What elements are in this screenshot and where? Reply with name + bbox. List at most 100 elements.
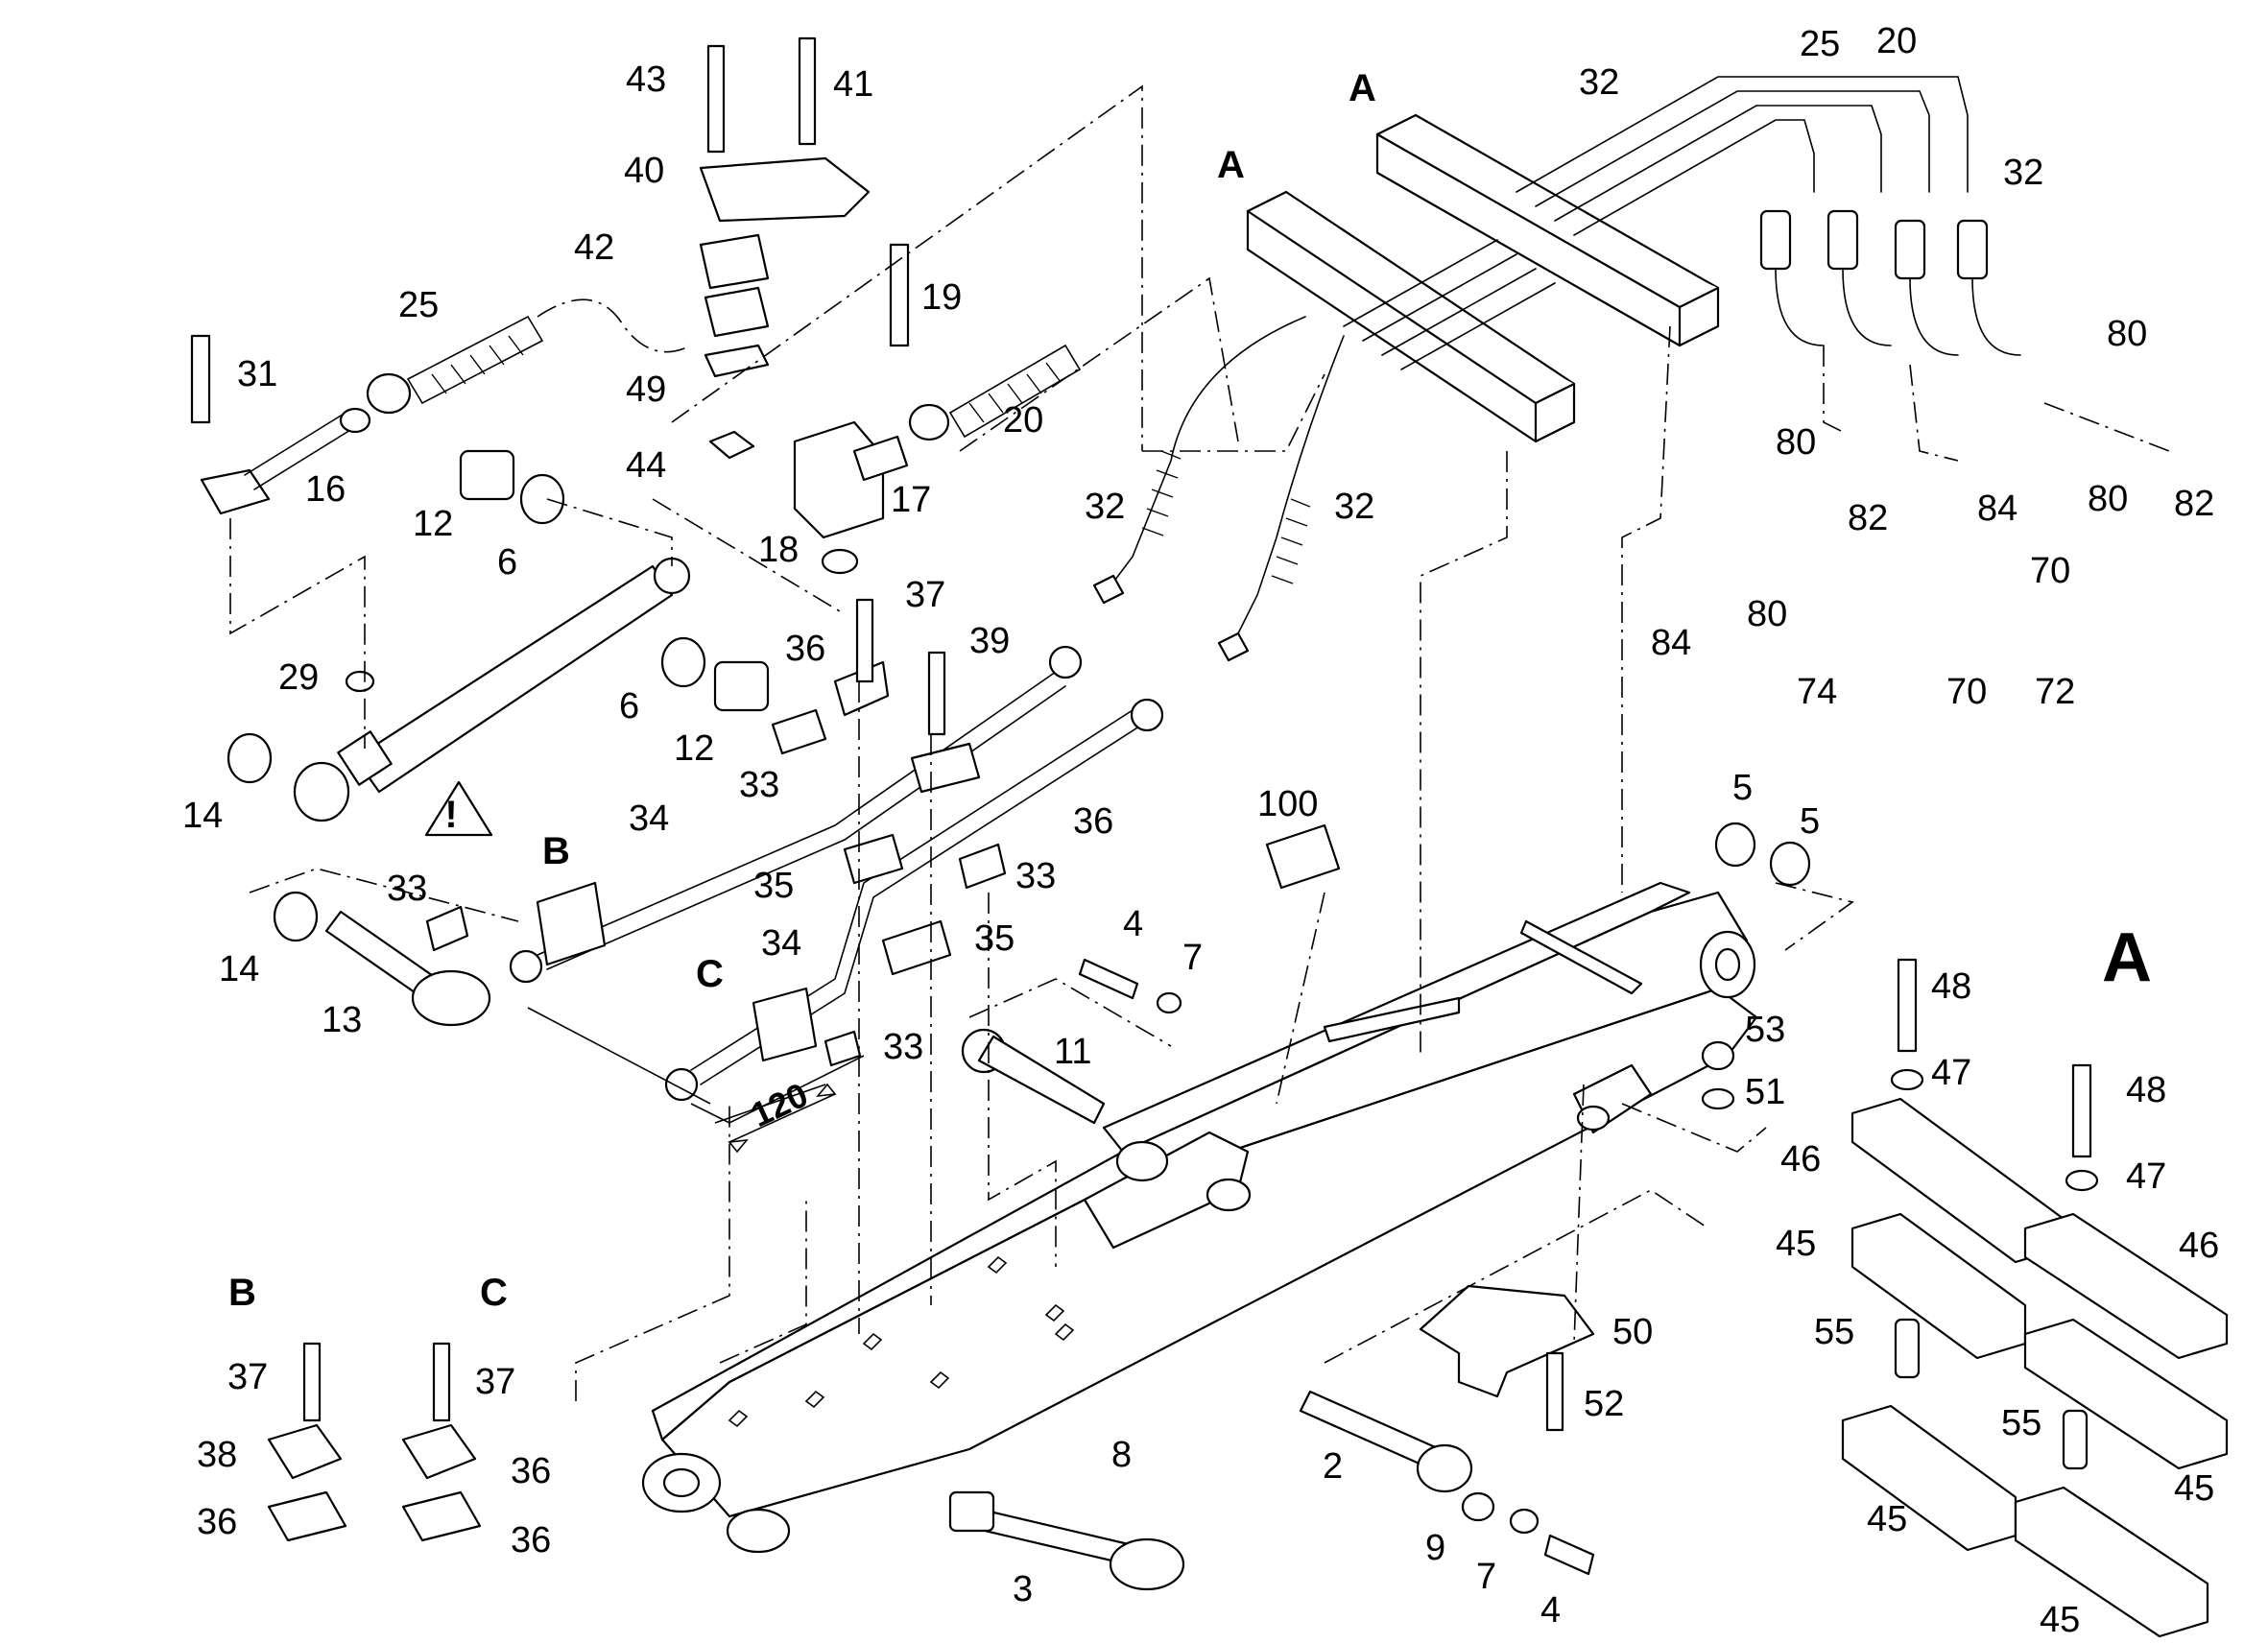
callout-20: 20 xyxy=(1003,400,1043,441)
callout-33: 33 xyxy=(1015,856,1056,896)
callout-36: 36 xyxy=(1073,801,1113,842)
callout-47: 47 xyxy=(2126,1156,2166,1197)
assembly-leader-lines xyxy=(229,84,2170,1401)
callout-47: 47 xyxy=(1931,1053,1971,1093)
callout-53: 53 xyxy=(1745,1010,1785,1050)
clamp-parts-33-36 xyxy=(425,598,1007,1067)
pin-13 xyxy=(324,910,491,1027)
callout-42: 42 xyxy=(574,227,614,268)
callout-49: 49 xyxy=(626,369,666,410)
fitting-16 xyxy=(190,334,371,515)
callout-7: 7 xyxy=(1476,1557,1496,1597)
callout-12: 12 xyxy=(674,728,714,769)
callout-80: 80 xyxy=(2088,479,2128,519)
pin-11-bolt-4 xyxy=(961,958,1182,1125)
boom-assembly xyxy=(641,881,1758,1554)
callout-52: 52 xyxy=(1584,1384,1624,1424)
callout-43: 43 xyxy=(626,60,666,100)
callout-80: 80 xyxy=(2107,314,2147,354)
hose-clamp-block-upper xyxy=(1375,113,1720,347)
callout-11: 11 xyxy=(1054,1032,1091,1072)
callout-45: 45 xyxy=(2174,1468,2214,1509)
fitting-17-hose-20 xyxy=(793,243,1082,575)
seals-5 xyxy=(1714,822,1811,887)
callout-9: 9 xyxy=(1425,1528,1445,1568)
callout-36: 36 xyxy=(785,629,825,669)
callout-13: 13 xyxy=(322,1000,362,1040)
callout-32: 32 xyxy=(2003,153,2043,193)
callout-37: 37 xyxy=(475,1362,515,1402)
callout-29: 29 xyxy=(278,657,319,698)
callout-16: 16 xyxy=(305,469,346,510)
callout-5: 5 xyxy=(1732,768,1753,808)
hose-clamp-block-lower xyxy=(1246,190,1576,443)
callout-80: 80 xyxy=(1776,422,1816,463)
callout-84: 84 xyxy=(1977,488,2017,529)
callout-84: 84 xyxy=(1651,623,1691,663)
callout-34: 34 xyxy=(761,923,801,964)
hydraulic-cylinder xyxy=(293,557,691,822)
plug-100 xyxy=(1265,823,1341,890)
callout-33: 33 xyxy=(387,869,427,909)
callout-38: 38 xyxy=(197,1435,237,1475)
callout-6: 6 xyxy=(497,542,517,583)
section-label-c-detail: C xyxy=(480,1272,508,1314)
callout-51: 51 xyxy=(1745,1072,1785,1112)
pin-2-plate-50 xyxy=(1299,1284,1595,1576)
callout-74: 74 xyxy=(1797,672,1837,712)
callout-55: 55 xyxy=(1814,1312,1854,1352)
callout-36: 36 xyxy=(511,1520,551,1561)
callout-48: 48 xyxy=(2126,1070,2166,1110)
callout-82: 82 xyxy=(2174,484,2214,524)
callout-14: 14 xyxy=(182,796,223,836)
callout-70: 70 xyxy=(2030,551,2070,591)
callout-25: 25 xyxy=(398,285,439,325)
bushings xyxy=(227,449,770,942)
callout-39: 39 xyxy=(969,621,1010,661)
section-label-a: A xyxy=(1217,144,1245,186)
callout-40: 40 xyxy=(624,151,664,191)
callout-82: 82 xyxy=(1848,498,1888,538)
callout-20: 20 xyxy=(1876,21,1917,61)
callout-41: 41 xyxy=(833,64,873,105)
hose-25 xyxy=(366,298,692,415)
hoses-32 xyxy=(1092,316,1345,662)
callout-80: 80 xyxy=(1747,594,1787,634)
section-label-a-detail: A xyxy=(2102,919,2152,996)
callout-37: 37 xyxy=(227,1357,268,1397)
callout-35: 35 xyxy=(753,866,794,906)
callout-25: 25 xyxy=(1800,24,1840,64)
detail-a-clamps xyxy=(1841,958,2229,1638)
callout-37: 37 xyxy=(905,575,945,615)
callout-32: 32 xyxy=(1334,487,1374,527)
callout-18: 18 xyxy=(758,530,799,570)
callout-100: 100 xyxy=(1257,784,1318,824)
callout-36: 36 xyxy=(197,1502,237,1542)
callout-2: 2 xyxy=(1323,1446,1343,1487)
callout-44: 44 xyxy=(626,445,666,486)
callout-36: 36 xyxy=(511,1451,551,1491)
callout-55: 55 xyxy=(2001,1403,2041,1443)
nuts-51-53 xyxy=(1701,1040,1735,1110)
callout-46: 46 xyxy=(2179,1226,2219,1266)
callout-46: 46 xyxy=(1780,1139,1821,1179)
svg-text:!: ! xyxy=(444,794,457,836)
callout-4: 4 xyxy=(1123,904,1143,944)
callout-7: 7 xyxy=(1182,938,1203,978)
callout-34: 34 xyxy=(629,798,669,839)
callout-72: 72 xyxy=(2035,672,2075,712)
clamp-parts-40-44 xyxy=(699,36,871,460)
callout-70: 70 xyxy=(1946,672,1987,712)
callout-19: 19 xyxy=(921,277,962,318)
callout-8: 8 xyxy=(1111,1435,1132,1475)
callout-14: 14 xyxy=(219,949,259,989)
detail-b-c-clamps xyxy=(267,1342,482,1542)
callout-12: 12 xyxy=(413,504,453,544)
callout-4: 4 xyxy=(1540,1590,1561,1631)
section-label-a: A xyxy=(1349,67,1376,109)
callout-45: 45 xyxy=(1867,1499,1907,1539)
section-labels: A A A B C B C xyxy=(228,67,2152,1314)
section-label-b-detail: B xyxy=(228,1272,256,1314)
callout-6: 6 xyxy=(619,686,639,727)
